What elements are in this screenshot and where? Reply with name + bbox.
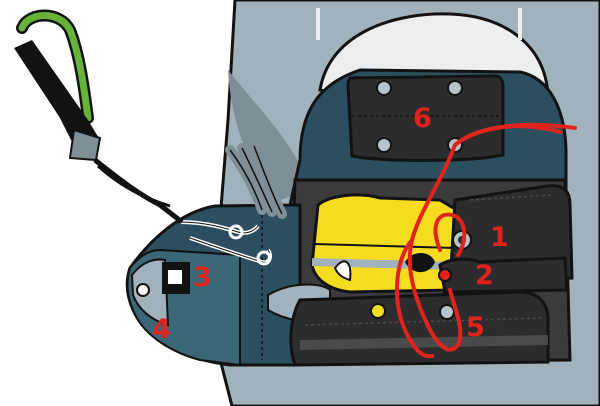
leg-strap-lower	[440, 258, 567, 292]
panel-rivet-bl	[377, 138, 391, 152]
pocket-window-inner	[168, 270, 182, 284]
callout-2: 2	[475, 260, 494, 291]
seat-buckle-silver[interactable]	[440, 305, 454, 319]
callout-5: 5	[466, 312, 485, 343]
handle-cable	[95, 160, 182, 222]
panel-rivet-tr	[448, 81, 462, 95]
plate-edge	[300, 340, 548, 345]
seat-buckle-yellow[interactable]	[371, 304, 385, 318]
callout-3: 3	[193, 262, 212, 293]
panel-rivet-tl	[377, 81, 391, 95]
callout-4: 4	[152, 314, 171, 345]
pocket-grommet	[137, 284, 149, 296]
leg-buckle[interactable]	[439, 269, 451, 281]
callout-1: 1	[490, 222, 509, 253]
callout-6: 6	[413, 103, 432, 134]
